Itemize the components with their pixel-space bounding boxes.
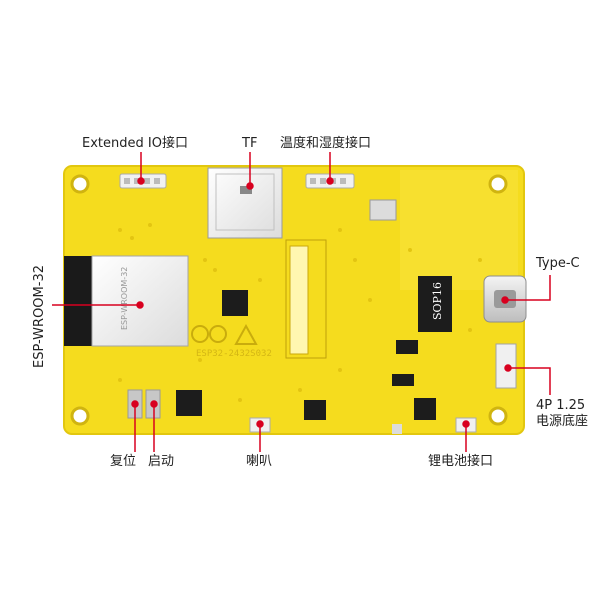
label-esp-module: ESP-WROOM-32 [32, 265, 47, 368]
esp-module: ESP-WROOM-32 [64, 255, 189, 347]
chip-u5 [396, 340, 418, 354]
chip-u4 [414, 398, 436, 420]
label-reset: 复位 [110, 454, 137, 469]
sop16-label: SOP16 [431, 282, 444, 320]
chip-u2 [176, 390, 202, 416]
board-code: ESP32-2432S032 [196, 349, 272, 359]
tf-card-slot [207, 167, 283, 239]
cert-marks [191, 323, 258, 345]
mounting-holes [70, 174, 508, 426]
label-battery: 锂电池接口 [428, 454, 494, 469]
label-type-c: Type-C [536, 256, 580, 271]
module-silkscreen: ESP-WROOM-32 [120, 267, 129, 330]
label-speaker: 喇叭 [246, 454, 273, 469]
chip-u6 [392, 374, 414, 386]
label-tf: TF [242, 136, 258, 151]
pcb-vias [118, 223, 482, 402]
chip-u1 [222, 290, 248, 316]
callout-lines [52, 152, 551, 452]
label-power-4p-line1: 4P 1.25 [536, 398, 586, 413]
chip-u3 [304, 400, 326, 420]
sop16-chip: SOP16 [418, 276, 452, 332]
fpc-connector [285, 239, 327, 359]
label-boot: 启动 [148, 454, 175, 469]
label-power-4p-line2: 电源底座 [536, 414, 589, 429]
switch [392, 424, 402, 434]
label-extended-io: Extended IO接口 [82, 136, 188, 151]
label-temp-humidity: 温度和湿度接口 [280, 136, 372, 151]
small-connector [369, 199, 397, 221]
